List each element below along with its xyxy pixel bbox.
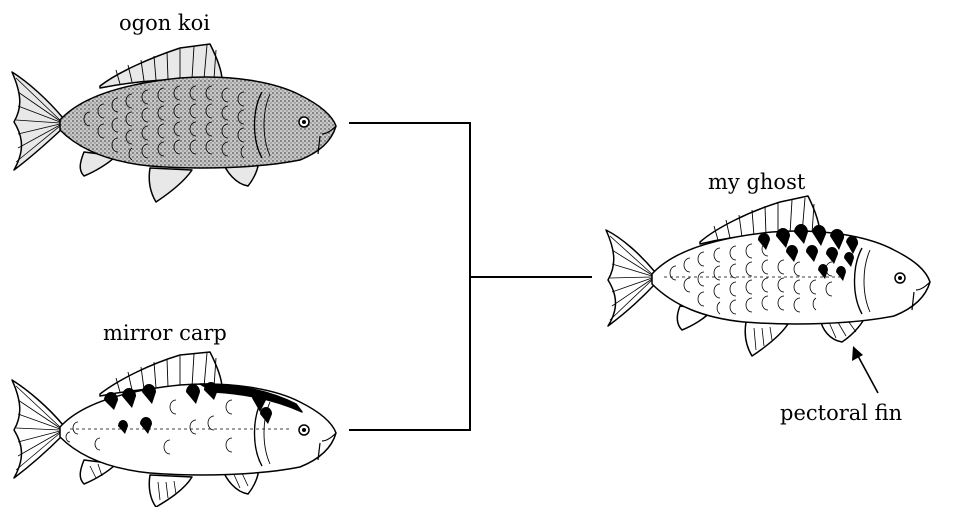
mirror-carp-fish [12, 352, 336, 507]
mirror-anal-fin [149, 475, 192, 507]
pectoral-fin-arrow [852, 346, 878, 393]
my-ghost-label: my ghost [708, 170, 806, 194]
ghost-body [652, 231, 930, 324]
ogon-body [60, 77, 336, 168]
pectoral-fin-label: pectoral fin [780, 401, 902, 425]
my-ghost-fish [606, 196, 930, 356]
cross-connector [349, 122, 592, 431]
mirror-carp-label: mirror carp [103, 321, 227, 345]
ogon-tail-fin [12, 72, 63, 170]
ogon-anal-fin [149, 168, 192, 202]
ghost-anal-fin [745, 322, 788, 356]
ogon-koi-label: ogon koi [119, 11, 210, 35]
ogon-koi-fish [12, 44, 336, 202]
